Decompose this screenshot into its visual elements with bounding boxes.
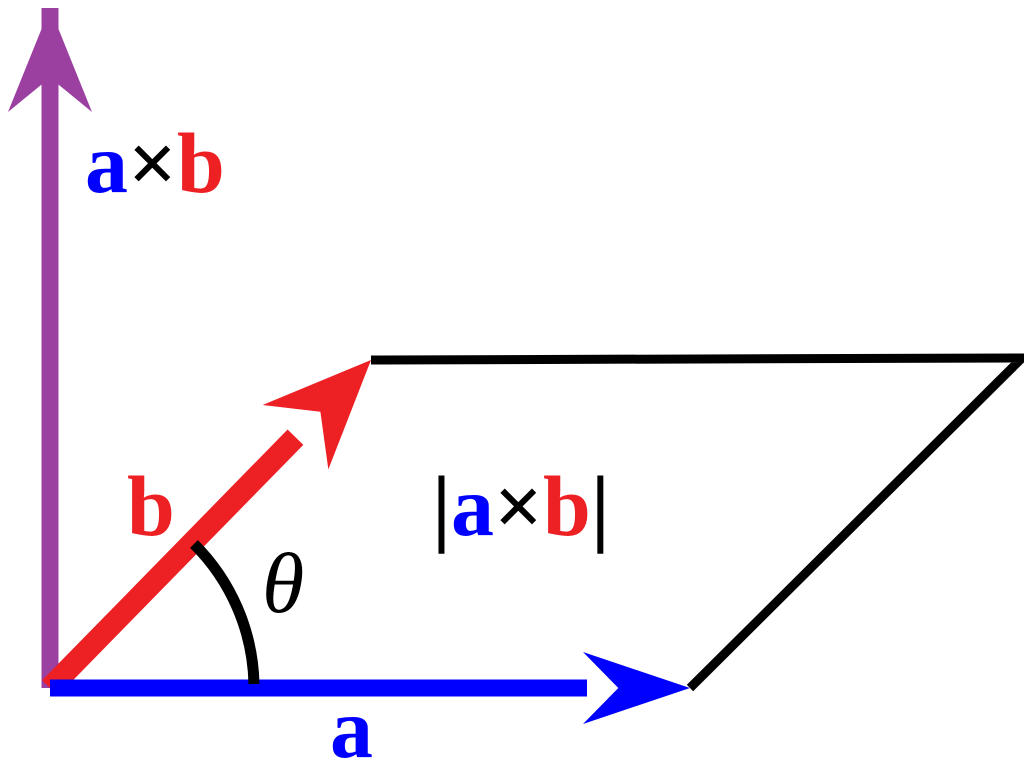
vector-a-shaft bbox=[50, 679, 587, 697]
vector-b-arrowhead bbox=[262, 360, 371, 470]
cross-product-vector bbox=[8, 8, 92, 688]
parallelogram-outline bbox=[370, 353, 1024, 692]
vector-b bbox=[42, 360, 371, 696]
label-magnitude-b: b bbox=[543, 458, 591, 554]
label-angle-theta: θ bbox=[262, 535, 304, 631]
label-vector-a: a bbox=[330, 680, 373, 766]
label-magnitude-bar-open: | bbox=[432, 458, 451, 554]
label-cross-product-b: b bbox=[177, 115, 225, 211]
label-vector-b: b bbox=[127, 458, 175, 554]
angle-arc bbox=[190, 540, 260, 685]
vector-a-arrowhead bbox=[583, 652, 690, 724]
cross-product-arrowhead bbox=[8, 8, 92, 112]
label-cross-product-times: × bbox=[128, 115, 177, 211]
label-magnitude-times: × bbox=[494, 458, 543, 554]
label-cross-product: a×b bbox=[85, 115, 225, 211]
cross-product-shaft bbox=[41, 8, 59, 688]
label-cross-product-a: a bbox=[85, 115, 128, 211]
label-magnitude-a: a bbox=[451, 458, 494, 554]
vector-b-shaft bbox=[42, 429, 304, 696]
label-magnitude: |a×b| bbox=[432, 458, 610, 554]
vector-a bbox=[50, 652, 690, 724]
label-magnitude-bar-close: | bbox=[591, 458, 610, 554]
